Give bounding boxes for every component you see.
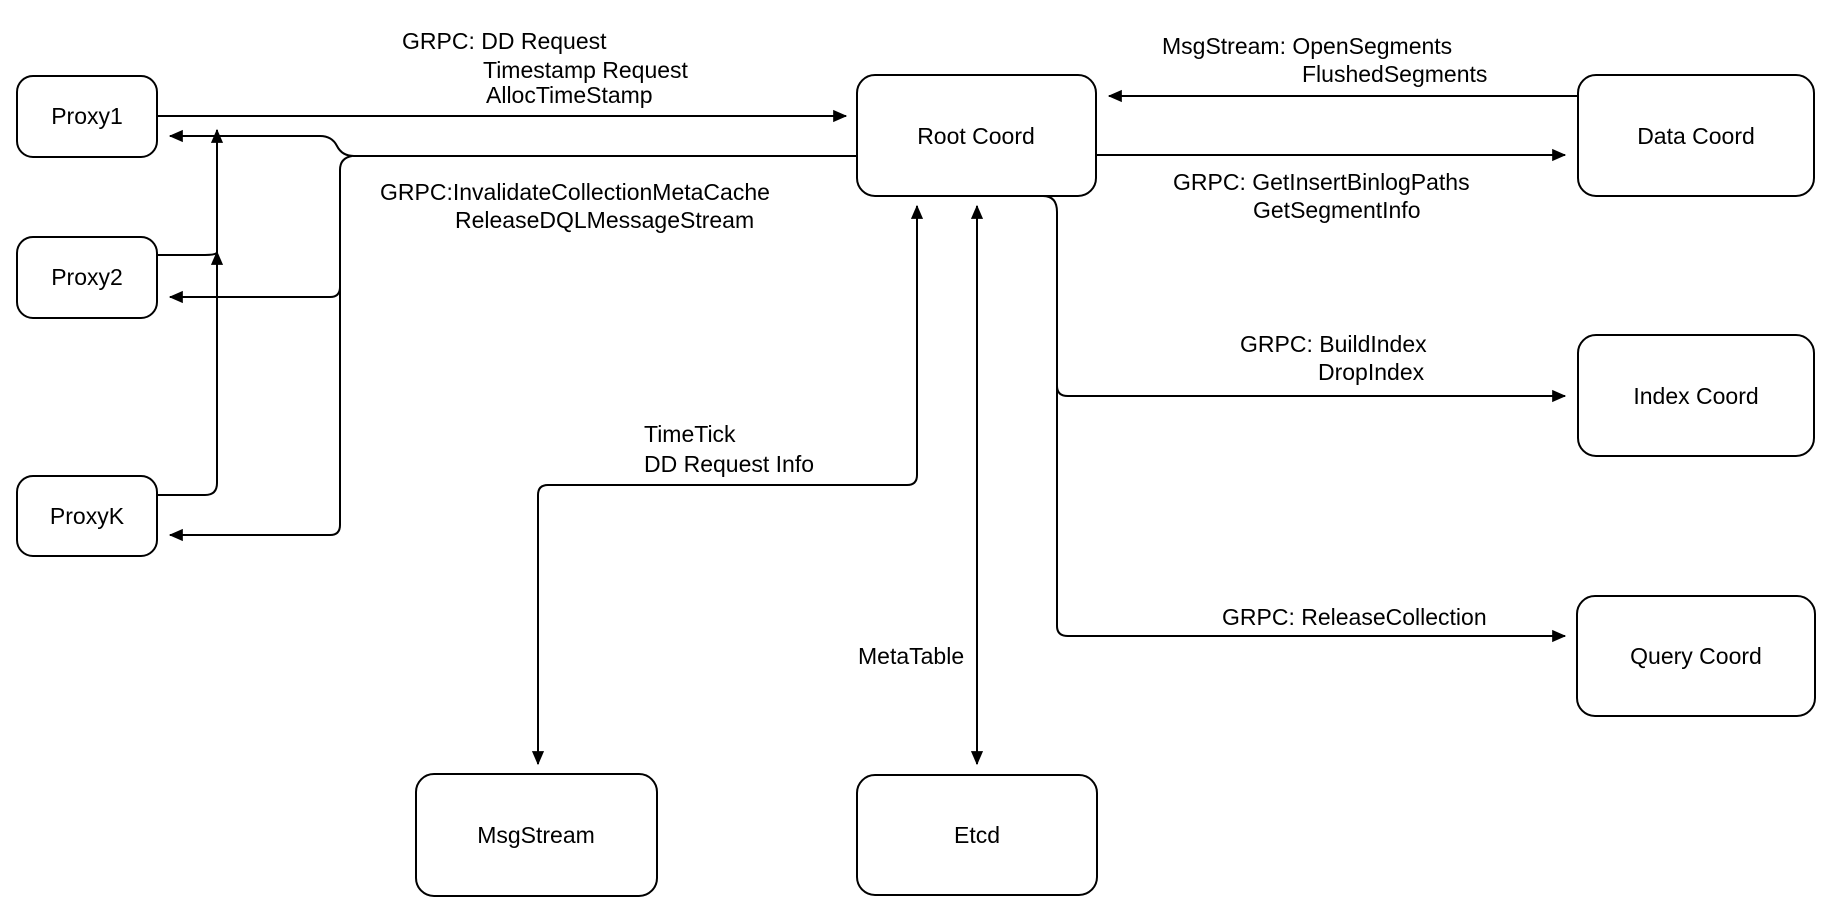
edge-label-rootcoord-to-proxies: GRPC:InvalidateCollectionMetaCache Relea… (380, 179, 770, 233)
edge-label-line: GRPC: ReleaseCollection (1222, 604, 1487, 630)
edge-label-line: Timestamp Request (483, 57, 689, 83)
edge-label-line: TimeTick (644, 421, 736, 447)
edge-proxyk-merge-line (157, 128, 224, 496)
node-querycoord-label: Query Coord (1630, 643, 1762, 669)
node-etcd-box (856, 774, 1098, 896)
edge-label-line: ReleaseDQLMessageStream (455, 207, 754, 233)
edge-rootcoord-to-indexcoord-line (1056, 385, 1567, 403)
edge-label-line: GRPC:InvalidateCollectionMetaCache (380, 179, 770, 205)
node-querycoord-box (1576, 595, 1816, 717)
edge-label-rootcoord-etcd: MetaTable (858, 643, 964, 669)
edge-label-datacoord-to-rootcoord: MsgStream: OpenSegments FlushedSegments (1162, 33, 1487, 87)
node-indexcoord-label: Index Coord (1633, 383, 1758, 409)
node-proxyk: ProxyK (16, 475, 158, 557)
edge-label-line: GRPC: GetInsertBinlogPaths (1173, 169, 1470, 195)
edge-label-line: DD Request Info (644, 451, 814, 477)
node-proxyk-box (16, 475, 158, 557)
edge-rootcoord-to-proxy2-line (168, 286, 341, 304)
edge-label-line: MsgStream: OpenSegments (1162, 33, 1452, 59)
edge-label-rootcoord-msgstream: TimeTick DD Request Info (644, 421, 814, 477)
edge-rootcoord-to-proxy1-line (168, 129, 857, 157)
node-indexcoord-box (1577, 334, 1815, 457)
edge-label-line: MetaTable (858, 643, 964, 669)
edge-proxy2-merge-line (157, 250, 224, 265)
node-rootcoord: Root Coord (856, 74, 1097, 197)
node-proxy2-label: Proxy2 (51, 264, 123, 290)
edge-label-line: AllocTimeStamp (486, 82, 653, 108)
edge-label-rootcoord-to-querycoord: GRPC: ReleaseCollection (1222, 604, 1487, 630)
node-etcd: Etcd (856, 774, 1098, 896)
edge-rootcoord-msgstream-line (531, 204, 924, 766)
node-indexcoord: Index Coord (1577, 334, 1815, 457)
edge-label-line: DropIndex (1318, 359, 1425, 385)
edge-rootcoord-to-proxyk-line (168, 155, 353, 542)
node-proxy1-box (16, 75, 158, 158)
edge-label-line: FlushedSegments (1302, 61, 1487, 87)
edge-label-line: GetSegmentInfo (1253, 197, 1421, 223)
node-proxy1: Proxy1 (16, 75, 158, 158)
node-msgstream-box (415, 773, 658, 897)
node-querycoord: Query Coord (1576, 595, 1816, 717)
edge-rootcoord-to-proxies (168, 129, 857, 542)
node-datacoord-label: Data Coord (1637, 123, 1755, 149)
edge-label-line: GRPC: DD Request (402, 28, 607, 54)
node-msgstream-label: MsgStream (477, 822, 595, 848)
node-etcd-label: Etcd (954, 822, 1000, 848)
node-msgstream: MsgStream (415, 773, 658, 897)
node-proxyk-label: ProxyK (50, 503, 125, 529)
node-rootcoord-box (856, 74, 1097, 197)
edge-proxies-to-rootcoord (157, 109, 848, 496)
edge-label-proxies-to-rootcoord: GRPC: DD Request Timestamp Request Alloc… (402, 28, 689, 108)
edge-label-rootcoord-to-datacoord: GRPC: GetInsertBinlogPaths GetSegmentInf… (1173, 169, 1470, 223)
node-proxy2-box (16, 236, 158, 319)
edge-rootcoord-to-querycoord-line (1042, 195, 1567, 643)
node-proxy1-label: Proxy1 (51, 103, 123, 129)
node-datacoord-box (1577, 74, 1815, 197)
edge-label-line: GRPC: BuildIndex (1240, 331, 1427, 357)
node-proxy2: Proxy2 (16, 236, 158, 319)
node-rootcoord-label: Root Coord (917, 123, 1035, 149)
edge-label-rootcoord-to-indexcoord: GRPC: BuildIndex DropIndex (1240, 331, 1427, 385)
node-datacoord: Data Coord (1577, 74, 1815, 197)
